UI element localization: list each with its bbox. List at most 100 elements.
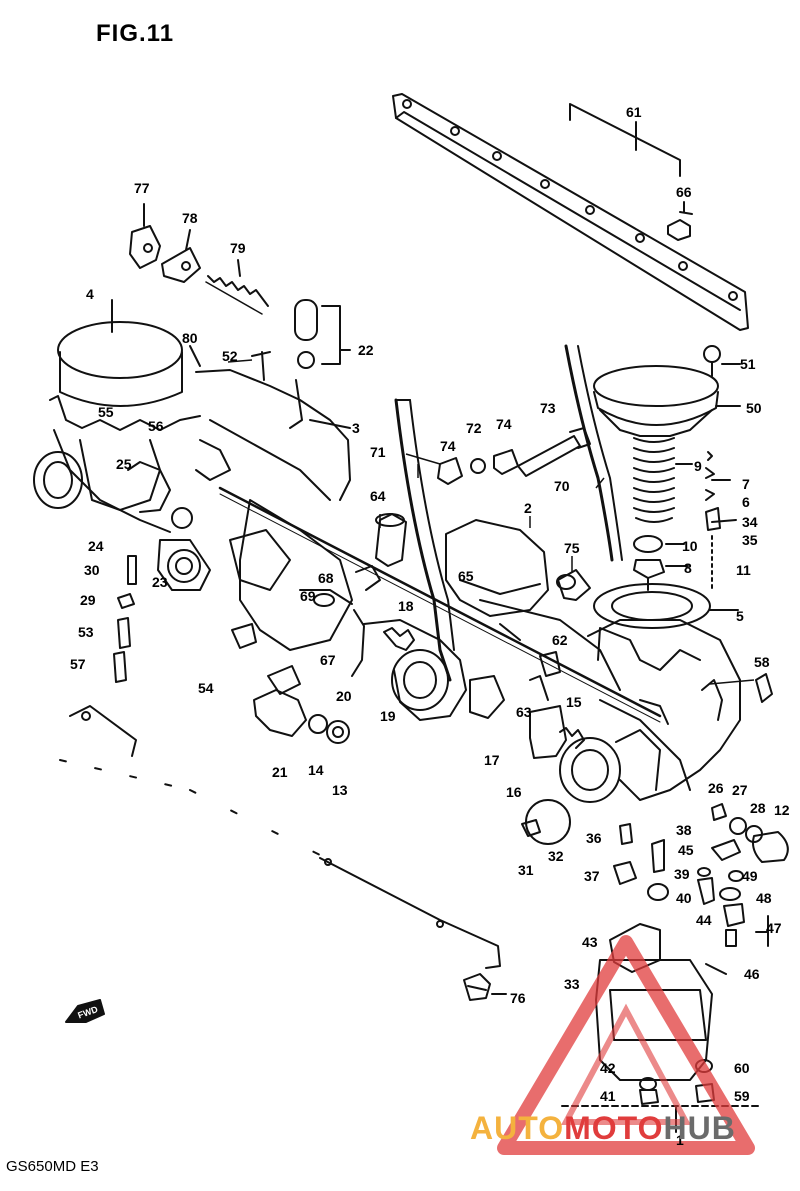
part-label-48: 48 bbox=[756, 890, 772, 906]
part-label-3: 3 bbox=[352, 420, 360, 436]
part-label-17: 17 bbox=[484, 752, 500, 768]
watermark-moto: MOTO bbox=[564, 1110, 664, 1146]
part-label-37: 37 bbox=[584, 868, 600, 884]
part-label-76: 76 bbox=[510, 990, 526, 1006]
jets-and-washers-part bbox=[613, 803, 789, 947]
part-label-61: 61 bbox=[626, 104, 642, 120]
center-carburetor-assembly bbox=[229, 499, 621, 721]
part-label-27: 27 bbox=[732, 782, 748, 798]
figure-title: FIG.11 bbox=[96, 20, 175, 47]
part-label-19: 19 bbox=[380, 708, 396, 724]
part-label-54: 54 bbox=[198, 680, 214, 696]
fittings-part bbox=[437, 427, 591, 485]
part-label-60: 60 bbox=[734, 1060, 750, 1076]
part-label-26: 26 bbox=[708, 780, 724, 796]
part-label-28: 28 bbox=[750, 800, 766, 816]
part-label-10: 10 bbox=[682, 538, 698, 554]
part-label-50: 50 bbox=[746, 400, 762, 416]
part-label-40: 40 bbox=[676, 890, 692, 906]
watermark-auto: AUTO bbox=[470, 1110, 565, 1146]
part-label-36: 36 bbox=[586, 830, 602, 846]
part-label-42: 42 bbox=[600, 1060, 616, 1076]
part-label-29: 29 bbox=[80, 592, 96, 608]
part-label-8: 8 bbox=[684, 560, 692, 576]
part-label-18: 18 bbox=[398, 598, 414, 614]
part-label-51: 51 bbox=[740, 356, 756, 372]
plug-part bbox=[294, 299, 318, 369]
throttle-link-part bbox=[253, 665, 350, 744]
part-label-79: 79 bbox=[230, 240, 246, 256]
part-label-65: 65 bbox=[458, 568, 474, 584]
part-label-74: 74 bbox=[440, 438, 456, 454]
part-label-32: 32 bbox=[548, 848, 564, 864]
part-label-16: 16 bbox=[506, 784, 522, 800]
part-label-30: 30 bbox=[84, 562, 100, 578]
watermark-hub: HUB bbox=[663, 1110, 736, 1146]
part-label-34: 34 bbox=[742, 514, 758, 530]
part-label-7: 7 bbox=[742, 476, 750, 492]
part-label-5: 5 bbox=[736, 608, 744, 624]
part-label-43: 43 bbox=[582, 934, 598, 950]
bolt-part bbox=[463, 973, 491, 1001]
part-label-72: 72 bbox=[466, 420, 482, 436]
part-label-25: 25 bbox=[116, 456, 132, 472]
part-label-47: 47 bbox=[766, 920, 782, 936]
diaphragm-part bbox=[593, 583, 711, 629]
part-label-70: 70 bbox=[554, 478, 570, 494]
screw-part bbox=[667, 211, 693, 241]
part-label-4: 4 bbox=[86, 286, 94, 302]
part-label-35: 35 bbox=[742, 532, 758, 548]
part-label-75: 75 bbox=[564, 540, 580, 556]
vacuum-chamber-part bbox=[593, 365, 719, 437]
spring-part bbox=[205, 275, 269, 315]
part-label-57: 57 bbox=[70, 656, 86, 672]
part-label-58: 58 bbox=[754, 654, 770, 670]
part-label-64: 64 bbox=[370, 488, 386, 504]
part-label-21: 21 bbox=[272, 764, 288, 780]
part-label-68: 68 bbox=[318, 570, 334, 586]
part-label-44: 44 bbox=[696, 912, 712, 928]
part-label-12: 12 bbox=[774, 802, 790, 818]
part-label-6: 6 bbox=[742, 494, 750, 510]
compression-spring-part bbox=[633, 437, 675, 523]
part-label-49: 49 bbox=[742, 868, 758, 884]
part-label-22: 22 bbox=[358, 342, 374, 358]
part-label-9: 9 bbox=[694, 458, 702, 474]
needle-assembly-part bbox=[633, 535, 665, 591]
left-carburetor-assembly bbox=[33, 321, 351, 591]
part-label-20: 20 bbox=[336, 688, 352, 704]
model-code: GS650MD E3 bbox=[6, 1158, 99, 1175]
plug-part bbox=[556, 569, 591, 601]
watermark-brand: AUTOMOTOHUB bbox=[470, 1110, 736, 1147]
part-label-62: 62 bbox=[552, 632, 568, 648]
screw-part bbox=[703, 345, 721, 377]
part-label-71: 71 bbox=[370, 444, 386, 460]
part-label-67: 67 bbox=[320, 652, 336, 668]
part-label-69: 69 bbox=[300, 588, 316, 604]
part-label-78: 78 bbox=[182, 210, 198, 226]
part-label-59: 59 bbox=[734, 1088, 750, 1104]
forward-arrow-icon bbox=[65, 999, 105, 1023]
part-label-15: 15 bbox=[566, 694, 582, 710]
part-label-56: 56 bbox=[148, 418, 164, 434]
part-label-74: 74 bbox=[496, 416, 512, 432]
mounting-bracket-part bbox=[392, 93, 749, 331]
part-label-52: 52 bbox=[222, 348, 238, 364]
lower-mounting-plate-part bbox=[69, 705, 501, 969]
small-fasteners-part bbox=[113, 555, 137, 683]
part-label-2: 2 bbox=[524, 500, 532, 516]
watermark-logo bbox=[497, 935, 755, 1155]
bottom-callout: 1 bbox=[676, 1132, 684, 1148]
part-label-66: 66 bbox=[676, 184, 692, 200]
part-label-38: 38 bbox=[676, 822, 692, 838]
part-label-46: 46 bbox=[744, 966, 760, 982]
part-label-80: 80 bbox=[182, 330, 198, 346]
part-label-53: 53 bbox=[78, 624, 94, 640]
part-label-63: 63 bbox=[516, 704, 532, 720]
right-carburetor-assembly bbox=[529, 619, 773, 803]
part-label-14: 14 bbox=[308, 762, 324, 778]
part-label-11: 11 bbox=[736, 562, 751, 578]
part-label-31: 31 bbox=[518, 862, 534, 878]
